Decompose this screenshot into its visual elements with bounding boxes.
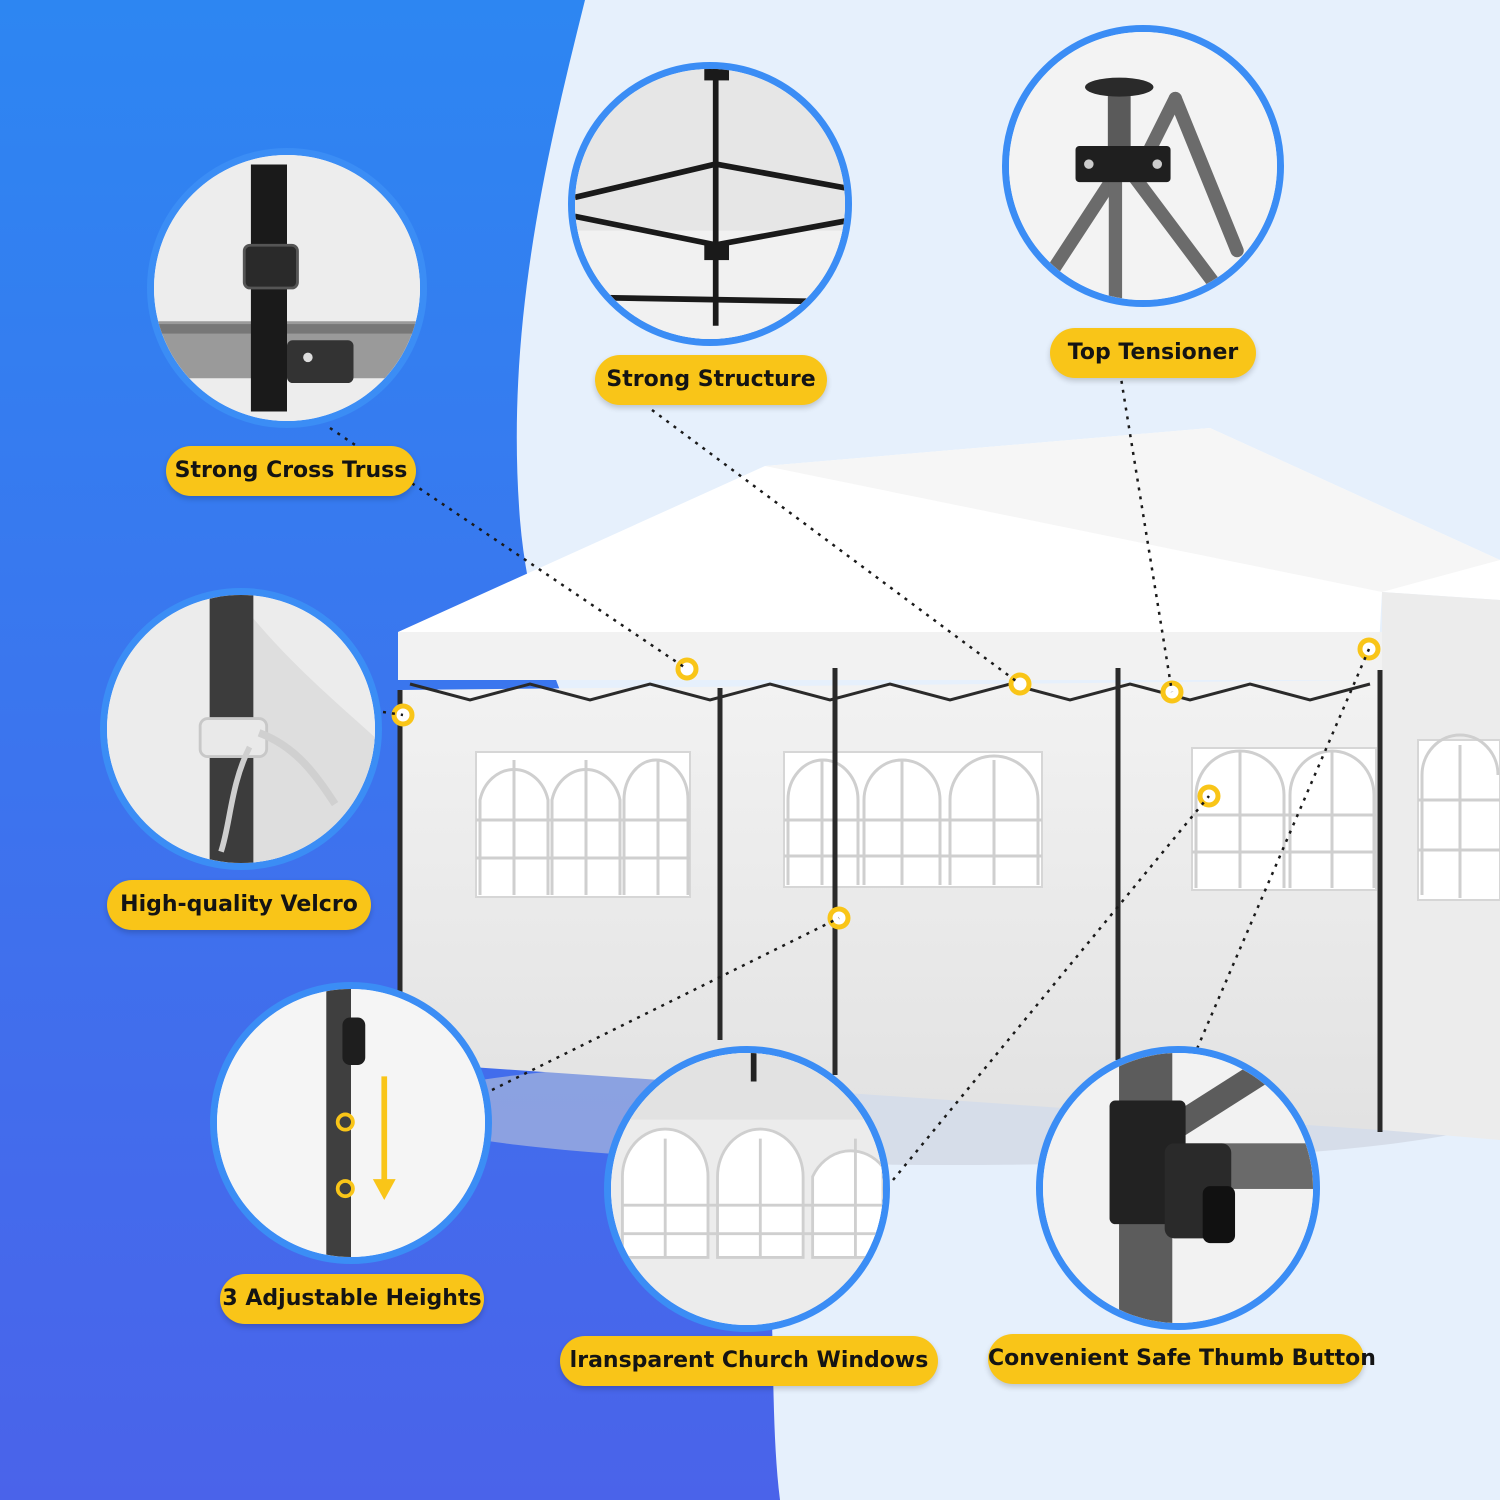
- detail-circle-thumb-button: [1036, 1046, 1320, 1330]
- label-adjustable-heights: 3 Adjustable Heights: [220, 1274, 484, 1324]
- label-thumb-button: Convenient Safe Thumb Button: [988, 1334, 1376, 1384]
- cross-truss-detail-image: [154, 155, 420, 421]
- thumb-button-detail-image: [1043, 1053, 1313, 1323]
- structure-detail-image: [575, 69, 845, 339]
- detail-circle-heights: [210, 982, 492, 1264]
- detail-circle-tensioner: [1002, 25, 1284, 307]
- label-high-quality-velcro: High-quality Velcro: [107, 880, 371, 930]
- heights-detail-image: [217, 989, 485, 1257]
- detail-circle-windows: [604, 1046, 890, 1332]
- label-strong-structure: Strong Structure: [595, 355, 827, 405]
- velcro-detail-image: [107, 595, 375, 863]
- label-top-tensioner: Top Tensioner: [1050, 328, 1256, 378]
- label-strong-cross-truss: Strong Cross Truss: [166, 446, 416, 496]
- detail-circle-cross-truss: [147, 148, 427, 428]
- windows-detail-image: [611, 1053, 883, 1325]
- detail-circle-velcro: [100, 588, 382, 870]
- tensioner-detail-image: [1009, 32, 1277, 300]
- detail-circle-structure: [568, 62, 852, 346]
- label-church-windows: lransparent Church Windows: [560, 1336, 938, 1386]
